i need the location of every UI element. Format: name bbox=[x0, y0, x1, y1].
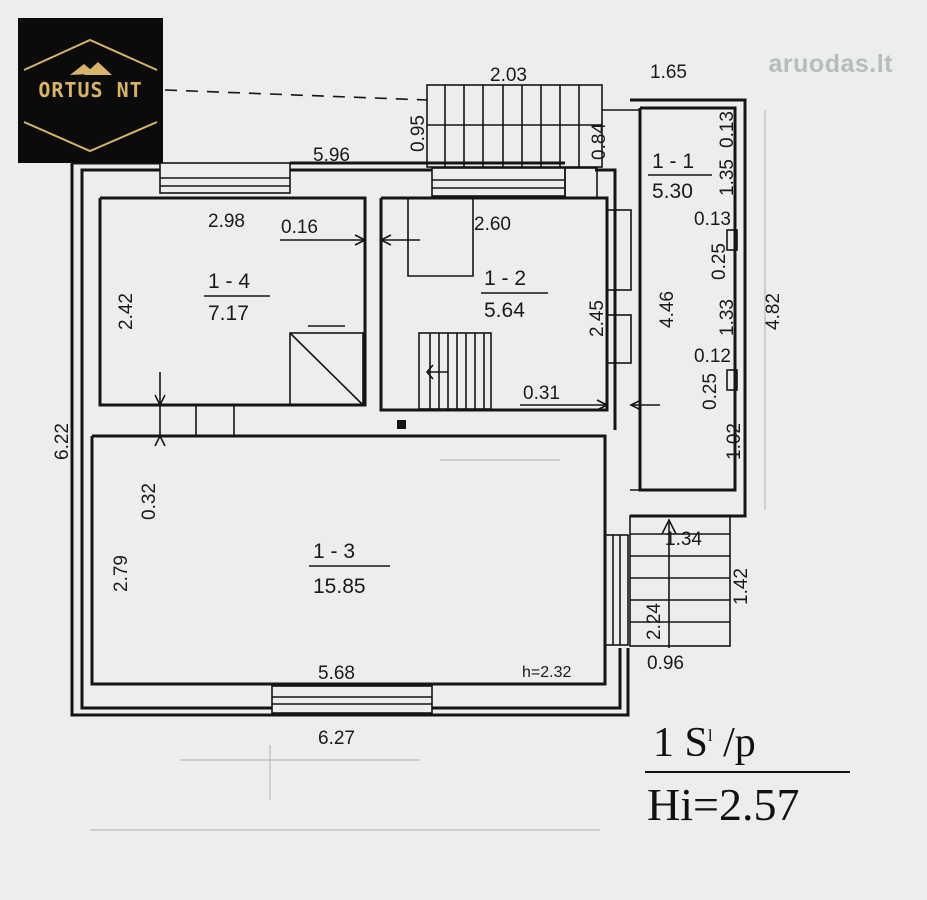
dimension-text: 1.42 bbox=[731, 568, 752, 605]
dimension-text: 0.12 bbox=[694, 346, 731, 367]
dimension-text: 4.82 bbox=[763, 293, 784, 330]
dimension-labels: 2.03 1.65 0.95 0.84 5.96 0.13 1.35 2.98 … bbox=[52, 62, 784, 749]
dimension-text: 0.95 bbox=[408, 115, 429, 152]
dimension-text: 1.65 bbox=[650, 62, 687, 83]
entrance-stairs bbox=[629, 489, 735, 648]
dimension-text: 5.96 bbox=[313, 145, 350, 166]
dimension-text: 2.03 bbox=[490, 65, 527, 86]
dimension-text: 0.84 bbox=[589, 123, 610, 160]
window-top-left bbox=[159, 162, 291, 194]
dimension-text: 5.68 bbox=[318, 663, 355, 684]
floor-title: 1 Sl /p bbox=[645, 708, 850, 773]
dimension-text: 1.34 bbox=[665, 529, 702, 550]
dimension-text: 2.42 bbox=[116, 293, 137, 330]
dimension-text: 2.79 bbox=[111, 555, 132, 592]
dimension-text: 2.60 bbox=[474, 214, 511, 235]
dimension-text: 0.25 bbox=[700, 373, 721, 410]
ceiling-height: h=2.32 bbox=[522, 664, 571, 681]
dimension-text: 6.27 bbox=[318, 728, 355, 749]
dimension-text: 2.24 bbox=[644, 603, 665, 640]
room-labels: 1 - 1 5.30 1 - 2 5.64 1 - 3 15.85 1 - 4 … bbox=[204, 150, 712, 598]
dimension-text: 0.25 bbox=[709, 243, 730, 280]
window-bottom bbox=[271, 685, 433, 714]
room-1-3 bbox=[90, 434, 629, 686]
dimension-text: 0.31 bbox=[523, 383, 560, 404]
room-id: 1 - 3 bbox=[313, 540, 355, 563]
logo-text: ORTUS NT bbox=[38, 78, 143, 102]
dimension-text: 2.45 bbox=[587, 300, 608, 337]
dimension-text: 1.33 bbox=[717, 299, 738, 336]
dimension-text: 0.13 bbox=[717, 111, 738, 148]
floor-label: 1 Sl /p Hi=2.57 bbox=[645, 708, 850, 837]
dimension-text: 0.16 bbox=[281, 217, 318, 238]
floor-title-main: 1 S bbox=[653, 720, 708, 766]
room-1-2 bbox=[379, 196, 632, 429]
room-area: 5.64 bbox=[484, 299, 525, 322]
wall-pier bbox=[564, 167, 598, 199]
dimension-text: 0.32 bbox=[139, 483, 160, 520]
floor-title-suffix: /p bbox=[712, 720, 756, 766]
watermark: aruodas.lt bbox=[769, 50, 893, 79]
dimension-text: 4.46 bbox=[657, 291, 678, 328]
brand-logo: ORTUS NT bbox=[18, 18, 163, 163]
watermark-text: aruodas bbox=[768, 50, 870, 78]
dimension-text: 1.35 bbox=[717, 159, 738, 196]
room-area: 7.17 bbox=[208, 302, 249, 325]
background-bleed-lines bbox=[90, 110, 766, 831]
watermark-suffix: .lt bbox=[869, 50, 893, 78]
room-area: 15.85 bbox=[313, 575, 366, 598]
room-area: 5.30 bbox=[652, 180, 693, 203]
dimension-text: 6.22 bbox=[52, 423, 73, 460]
room-id: 1 - 1 bbox=[652, 150, 694, 173]
dimension-text: 0.13 bbox=[694, 209, 731, 230]
dimension-text: 2.98 bbox=[208, 211, 245, 232]
floor-height: Hi=2.57 bbox=[647, 779, 800, 830]
room-id: 1 - 2 bbox=[484, 267, 526, 290]
exterior-walls bbox=[70, 161, 630, 717]
window-top-middle bbox=[431, 167, 566, 197]
floor-title-superscript: l bbox=[707, 726, 713, 745]
room-id: 1 - 4 bbox=[208, 270, 250, 293]
upper-stairs bbox=[164, 84, 640, 168]
dimension-text: 1.02 bbox=[724, 423, 745, 460]
logo-frame-icon bbox=[23, 38, 158, 153]
dimension-arrows bbox=[154, 234, 660, 447]
dimension-text: 0.96 bbox=[647, 653, 684, 674]
